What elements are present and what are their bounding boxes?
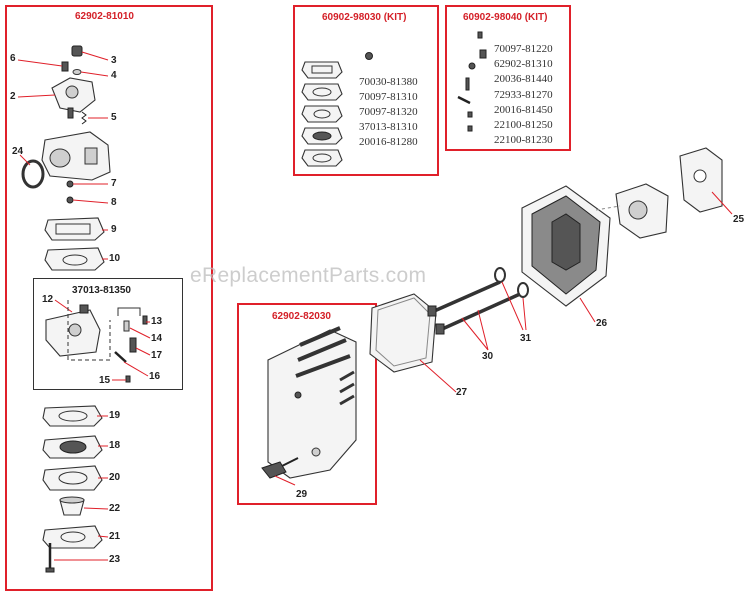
kit-b-frame (445, 5, 571, 151)
kit-a-part: 37013-81310 (359, 121, 418, 133)
callout-20: 20 (109, 472, 121, 483)
bolt-30-icon (427, 280, 521, 335)
callout-10: 10 (109, 253, 121, 264)
carburetor-frame (5, 5, 213, 591)
callout-18: 18 (109, 440, 121, 451)
callout-19: 19 (109, 410, 121, 421)
kit-a-part: 70030-81380 (359, 76, 418, 88)
kit-a-gasket-1-icon (301, 61, 343, 79)
kit-a-ball-icon (365, 52, 373, 60)
diaphragm-9-icon (44, 217, 105, 241)
callout-2: 2 (10, 91, 16, 102)
callout-3: 3 (111, 55, 117, 66)
gasket-25-icon (679, 147, 723, 213)
gasket-19-icon (42, 405, 103, 427)
valve-8-icon (66, 196, 74, 204)
callout-5: 5 (111, 112, 117, 123)
washer-4-icon (72, 69, 82, 75)
gasket-24-icon (21, 159, 45, 189)
kit-a-label: 60902-98030 (KIT) (322, 12, 407, 23)
callout-15: 15 (99, 375, 111, 386)
air-filter-cover-icon (267, 326, 357, 479)
callout-17: 17 (151, 350, 163, 361)
callout-26: 26 (596, 318, 608, 329)
spring-14-icon (123, 320, 130, 332)
callout-25: 25 (733, 214, 745, 225)
cover-frame (237, 303, 377, 505)
callout-12: 12 (42, 294, 54, 305)
callout-8: 8 (111, 197, 117, 208)
cover-21-icon (42, 525, 103, 549)
knob-29-icon (261, 457, 299, 479)
kit-b-part: 22100-81230 (494, 134, 553, 147)
callout-13: 13 (151, 316, 163, 327)
kit-b-parts: 70097-81220 62902-81310 20036-81440 7293… (494, 42, 553, 148)
kit-a-part: 70097-81320 (359, 106, 418, 118)
kit-b-part: 20036-81440 (494, 73, 553, 86)
subassembly-frame (33, 278, 183, 390)
carburetor-frame-label: 62902-81010 (75, 11, 134, 22)
callout-4: 4 (111, 70, 117, 81)
kit-a-diaphragm-icon (301, 127, 343, 145)
carburetor-assembly-icon (595, 183, 669, 239)
air-filter-housing-26-icon (521, 185, 611, 307)
subassembly-label: 37013-81350 (72, 285, 131, 296)
screw-6-icon (61, 61, 69, 72)
kit-a-gasket-3-icon (301, 105, 343, 123)
spring-5-icon (81, 111, 87, 125)
pump-body-12-icon (45, 304, 101, 357)
kit-b-part: 22100-81250 (494, 119, 553, 132)
washer-31-icon (494, 267, 529, 298)
carb-body-icon (41, 131, 111, 181)
callout-29: 29 (296, 489, 308, 500)
pin-16-icon (114, 351, 127, 363)
callout-23: 23 (109, 554, 121, 565)
callout-22: 22 (109, 503, 121, 514)
primer-bulb-22-icon (59, 496, 85, 516)
needle-13-icon (142, 315, 148, 325)
screw-15-icon (125, 375, 131, 383)
kit-a-gasket-5-icon (301, 149, 343, 167)
callout-9: 9 (111, 224, 117, 235)
screw-23-icon (45, 543, 55, 573)
callout-27: 27 (456, 387, 468, 398)
kit-b-part: 70097-81220 (494, 43, 553, 55)
cover-frame-label: 62902-82030 (272, 311, 331, 322)
callout-7: 7 (111, 178, 117, 189)
callout-16: 16 (149, 371, 161, 382)
callout-31: 31 (520, 333, 532, 344)
kit-b-part: 20016-81450 (494, 103, 553, 116)
kit-a-part: 20016-81280 (359, 136, 418, 148)
callout-30: 30 (482, 351, 494, 362)
cap-3-icon (71, 45, 83, 57)
kit-b-label: 60902-98040 (KIT) (463, 12, 548, 23)
kit-a-parts: 70030-81380 70097-81310 70097-81320 3701… (359, 75, 418, 150)
cover-20-icon (42, 465, 103, 491)
carb-top-2-icon (51, 77, 96, 119)
callout-6: 6 (10, 53, 16, 64)
gasket-10-icon (44, 247, 105, 271)
callout-14: 14 (151, 333, 163, 344)
callout-24: 24 (12, 146, 24, 157)
lever-17-icon (129, 337, 137, 353)
kit-b-part: 72933-81270 (494, 88, 553, 101)
valve-7-icon (66, 180, 74, 188)
kit-a-frame (293, 5, 439, 176)
kit-b-small-parts-icon (457, 31, 487, 132)
watermark: eReplacementParts.com (190, 264, 427, 287)
diaphragm-18-icon (42, 435, 103, 459)
kit-a-part: 70097-81310 (359, 91, 418, 103)
callout-21: 21 (109, 531, 121, 542)
air-filter-27-icon (369, 293, 437, 373)
kit-a-gasket-2-icon (301, 83, 343, 101)
kit-b-part: 62902-81310 (494, 58, 553, 71)
